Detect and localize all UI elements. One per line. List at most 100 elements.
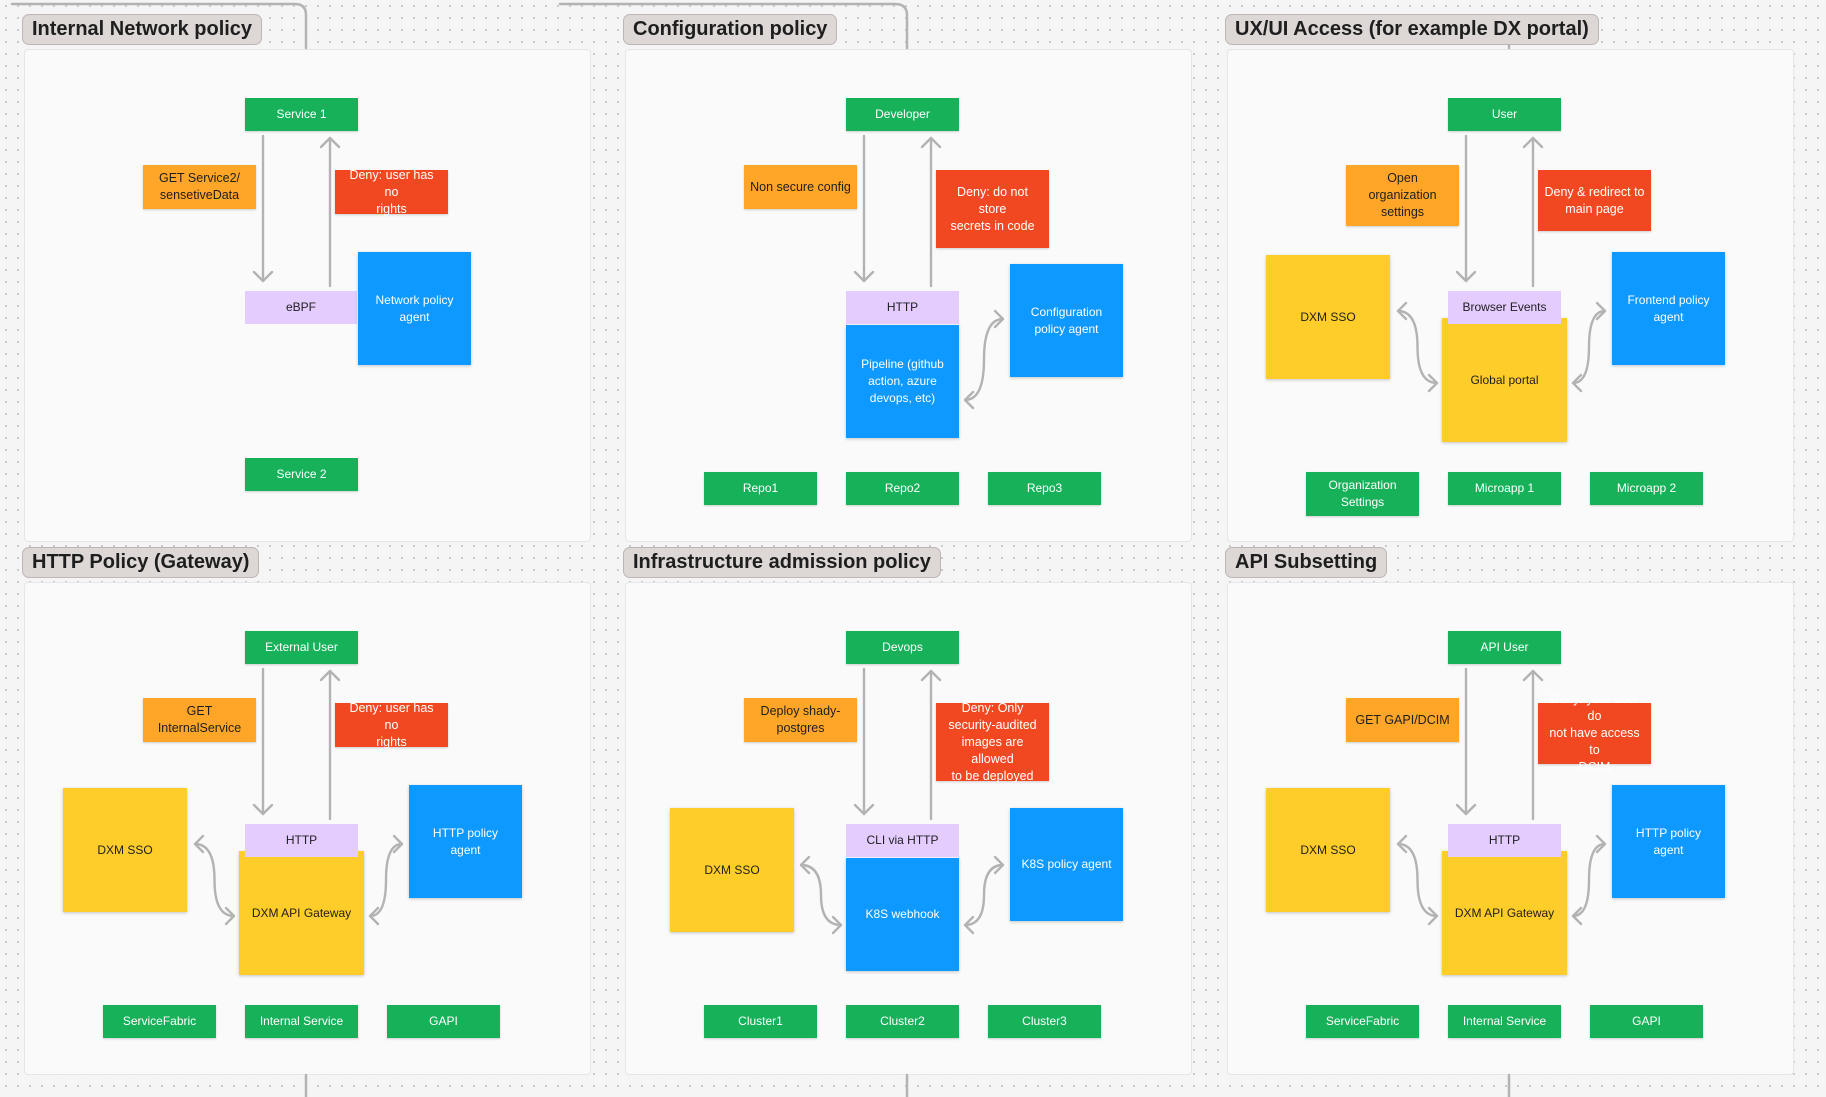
request-sticky[interactable]: GET Service2/ sensetiveData [143, 165, 256, 209]
request-sticky-label: Open organization settings [1368, 171, 1437, 219]
request-sticky[interactable]: Non secure config [744, 165, 857, 209]
target-node-label: Cluster3 [1022, 1014, 1067, 1028]
initiator-node-label: External User [265, 640, 338, 654]
core-node[interactable]: K8S webhook [846, 858, 959, 971]
section-title-internal-network[interactable]: Internal Network policy [22, 14, 263, 45]
target-node[interactable]: Internal Service [245, 1005, 358, 1038]
core-node[interactable]: DXM API Gateway [239, 851, 364, 975]
section-title-http-gateway[interactable]: HTTP Policy (Gateway) [22, 547, 260, 578]
target-node[interactable]: Repo2 [846, 472, 959, 505]
target-node-label: Cluster1 [738, 1014, 783, 1028]
target-node[interactable]: Service 2 [245, 458, 358, 491]
initiator-node[interactable]: Service 1 [245, 98, 358, 131]
core-node[interactable]: Pipeline (github action, azure devops, e… [846, 325, 959, 438]
target-node[interactable]: Microapp 1 [1448, 472, 1561, 505]
protocol-node-label: eBPF [285, 300, 316, 314]
protocol-node[interactable]: HTTP [846, 291, 959, 324]
protocol-node-label: HTTP [285, 833, 318, 847]
deny-sticky[interactable]: Deny & redirect to main page [1538, 170, 1651, 231]
protocol-node[interactable]: HTTP [245, 824, 358, 857]
protocol-node[interactable]: CLI via HTTP [846, 824, 959, 857]
target-node-label: Cluster2 [880, 1014, 925, 1028]
target-node[interactable]: Cluster1 [704, 1005, 817, 1038]
sso-node[interactable]: DXM SSO [670, 808, 794, 932]
deny-sticky-label: Deny: Only security-audited images are a… [948, 700, 1037, 783]
protocol-node[interactable]: Browser Events [1448, 291, 1561, 324]
target-node[interactable]: GAPI [1590, 1005, 1703, 1038]
target-node[interactable]: ServiceFabric [103, 1005, 216, 1038]
policy-agent-node[interactable]: Network policy agent [358, 252, 471, 365]
initiator-node[interactable]: External User [245, 631, 358, 664]
deny-sticky-label: Deny: your user do not have access to DC… [1549, 692, 1640, 774]
target-node[interactable]: Cluster2 [846, 1005, 959, 1038]
target-node-label: Repo1 [742, 481, 779, 495]
policy-agent-node[interactable]: Frontend policy agent [1612, 252, 1725, 365]
core-node-label: DXM API Gateway [1454, 905, 1555, 920]
sso-node[interactable]: DXM SSO [1266, 788, 1390, 912]
sso-node[interactable]: DXM SSO [1266, 255, 1390, 379]
target-node[interactable]: Repo1 [704, 472, 817, 505]
initiator-node-label: Devops [882, 640, 923, 654]
policy-agent-node[interactable]: HTTP policy agent [1612, 785, 1725, 898]
deny-sticky-label: Deny: do not store secrets in code [950, 184, 1035, 233]
policy-agent-node-label: HTTP policy agent [1635, 825, 1702, 857]
target-node[interactable]: GAPI [387, 1005, 500, 1038]
sso-node-label: DXM SSO [1300, 842, 1356, 857]
target-node-label: Microapp 1 [1474, 481, 1535, 495]
request-sticky[interactable]: GET GAPI/DCIM [1346, 698, 1459, 742]
target-node[interactable]: Repo3 [988, 472, 1101, 505]
initiator-node[interactable]: Devops [846, 631, 959, 664]
core-node-label: DXM API Gateway [251, 905, 352, 920]
section-title-configuration[interactable]: Configuration policy [623, 14, 838, 45]
target-node-label: ServiceFabric [122, 1014, 197, 1028]
policy-agent-node-label: Configuration policy agent [1030, 304, 1103, 336]
policy-agent-node-label: HTTP policy agent [432, 825, 499, 857]
deny-sticky[interactable]: Deny: user has no rights [335, 701, 448, 749]
initiator-node[interactable]: Developer [846, 98, 959, 131]
initiator-node[interactable]: API User [1448, 631, 1561, 664]
target-node-label: Service 2 [276, 467, 327, 481]
deny-sticky-label: Deny: user has no rights [349, 700, 434, 749]
deny-sticky[interactable]: Deny: do not store secrets in code [936, 170, 1049, 248]
sso-node-label: DXM SSO [1300, 309, 1356, 324]
target-node-label: ServiceFabric [1325, 1014, 1400, 1028]
request-sticky[interactable]: Open organization settings [1346, 165, 1459, 226]
target-node[interactable]: Microapp 2 [1590, 472, 1703, 505]
initiator-node[interactable]: User [1448, 98, 1561, 131]
section-title-infra-admission[interactable]: Infrastructure admission policy [623, 547, 941, 578]
core-node[interactable]: DXM API Gateway [1442, 851, 1567, 975]
target-node-label: Internal Service [259, 1014, 344, 1028]
section-title-api-subsetting[interactable]: API Subsetting [1225, 547, 1388, 578]
protocol-node-label: HTTP [886, 300, 919, 314]
core-node[interactable]: Global portal [1442, 318, 1567, 442]
target-node-label: Repo3 [1026, 481, 1063, 495]
request-sticky[interactable]: Deploy shady- postgres [744, 698, 857, 742]
deny-sticky[interactable]: Deny: Only security-audited images are a… [936, 701, 1049, 783]
policy-agent-node-label: Network policy agent [375, 292, 454, 324]
deny-sticky[interactable]: Deny: user has no rights [335, 168, 448, 216]
protocol-node-label: CLI via HTTP [866, 833, 939, 847]
policy-agent-node[interactable]: Configuration policy agent [1010, 264, 1123, 377]
sso-node-label: DXM SSO [97, 842, 153, 857]
target-node[interactable]: Organization Settings [1306, 472, 1419, 516]
target-node[interactable]: Internal Service [1448, 1005, 1561, 1038]
target-node-label: GAPI [1632, 1014, 1661, 1028]
policy-agent-node[interactable]: K8S policy agent [1010, 808, 1123, 921]
request-sticky[interactable]: GET InternalService [143, 698, 256, 742]
request-sticky-label: Non secure config [750, 179, 851, 194]
target-node[interactable]: ServiceFabric [1306, 1005, 1419, 1038]
protocol-node[interactable]: eBPF [245, 291, 357, 324]
target-node[interactable]: Cluster3 [988, 1005, 1101, 1038]
request-sticky-label: GET InternalService [157, 704, 242, 735]
request-sticky-label: Deploy shady- postgres [760, 704, 841, 735]
core-node-label: Pipeline (github action, azure devops, e… [861, 357, 944, 405]
deny-sticky[interactable]: Deny: your user do not have access to DC… [1538, 692, 1651, 774]
section-title-ux-ui-access[interactable]: UX/UI Access (for example DX portal) [1225, 14, 1599, 45]
initiator-node-label: User [1491, 107, 1518, 121]
policy-agent-node[interactable]: HTTP policy agent [409, 785, 522, 898]
sso-node[interactable]: DXM SSO [63, 788, 187, 912]
protocol-node[interactable]: HTTP [1448, 824, 1561, 857]
policy-agent-node-label: Frontend policy agent [1627, 292, 1710, 324]
deny-sticky-label: Deny: user has no rights [349, 167, 434, 216]
